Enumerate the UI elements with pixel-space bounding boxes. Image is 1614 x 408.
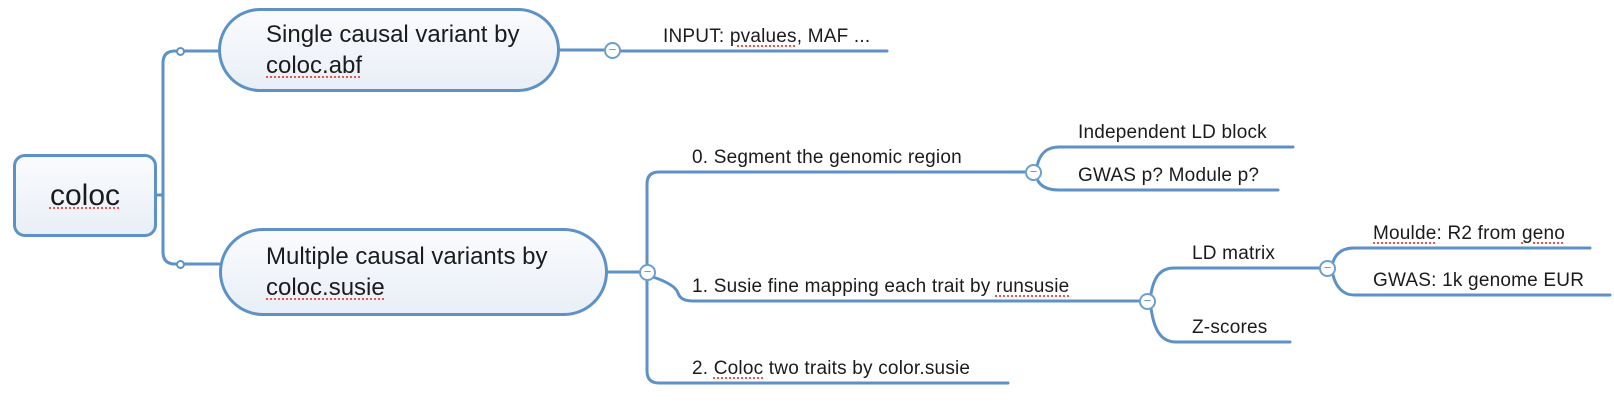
node-coloc-abf[interactable]: Single causal variant by coloc.abf (218, 8, 560, 92)
branch-line-root-to-susie (161, 193, 221, 266)
branch-line-root-to-abf (161, 49, 220, 197)
topic-ld-matrix[interactable]: LD matrix (1192, 243, 1276, 264)
topic-moulde-r2[interactable]: Moulde: R2 from geno (1373, 223, 1566, 244)
node-susie-title-line2: coloc.susie (266, 274, 385, 301)
node-root-label: coloc (49, 178, 121, 212)
node-root-coloc[interactable]: coloc (13, 154, 157, 237)
branch-joint (176, 47, 185, 56)
collapse-button-step1[interactable]: − (1139, 293, 1156, 310)
topic-independent-ld-block[interactable]: Independent LD block (1078, 122, 1267, 143)
branch-line-gwas-1k (1331, 273, 1612, 297)
collapse-button-susie[interactable]: − (639, 264, 656, 281)
node-susie-title-line1: Multiple causal variants by (266, 243, 548, 270)
branch-line-z-scores (1149, 306, 1292, 344)
topic-segment-region[interactable]: 0. Segment the genomic region (692, 147, 962, 168)
collapse-button-ld-matrix[interactable]: − (1319, 260, 1336, 277)
branch-line-step0 (645, 170, 1027, 266)
node-abf-title-line2: coloc.abf (266, 52, 363, 79)
topic-gwas-1k-genome[interactable]: GWAS: 1k genome EUR (1373, 270, 1585, 291)
branch-line-ld-matrix (1149, 266, 1321, 296)
branch-joint (176, 260, 185, 269)
collapse-button-abf[interactable]: − (604, 42, 621, 59)
topic-susie-fine-mapping[interactable]: 1. Susie fine mapping each trait by runs… (692, 276, 1070, 297)
topic-z-scores[interactable]: Z-scores (1192, 317, 1268, 338)
branch-line-moulde (1331, 246, 1592, 264)
branch-line-step1 (651, 275, 1141, 303)
collapse-button-step0[interactable]: − (1025, 164, 1042, 181)
topic-input-pvalues[interactable]: INPUT: pvalues, MAF ... (663, 26, 871, 47)
topic-coloc-two-traits[interactable]: 2. Coloc two traits by color.susie (692, 358, 971, 379)
node-abf-title-line1: Single causal variant by (266, 21, 520, 48)
branch-line-ld-block (1035, 145, 1295, 168)
branch-line-gwas-p (1035, 177, 1280, 192)
branch-line-step2 (645, 278, 1010, 385)
topic-gwas-p-module-p[interactable]: GWAS p? Module p? (1078, 165, 1260, 186)
node-coloc-susie[interactable]: Multiple causal variants by coloc.susie (219, 228, 608, 316)
